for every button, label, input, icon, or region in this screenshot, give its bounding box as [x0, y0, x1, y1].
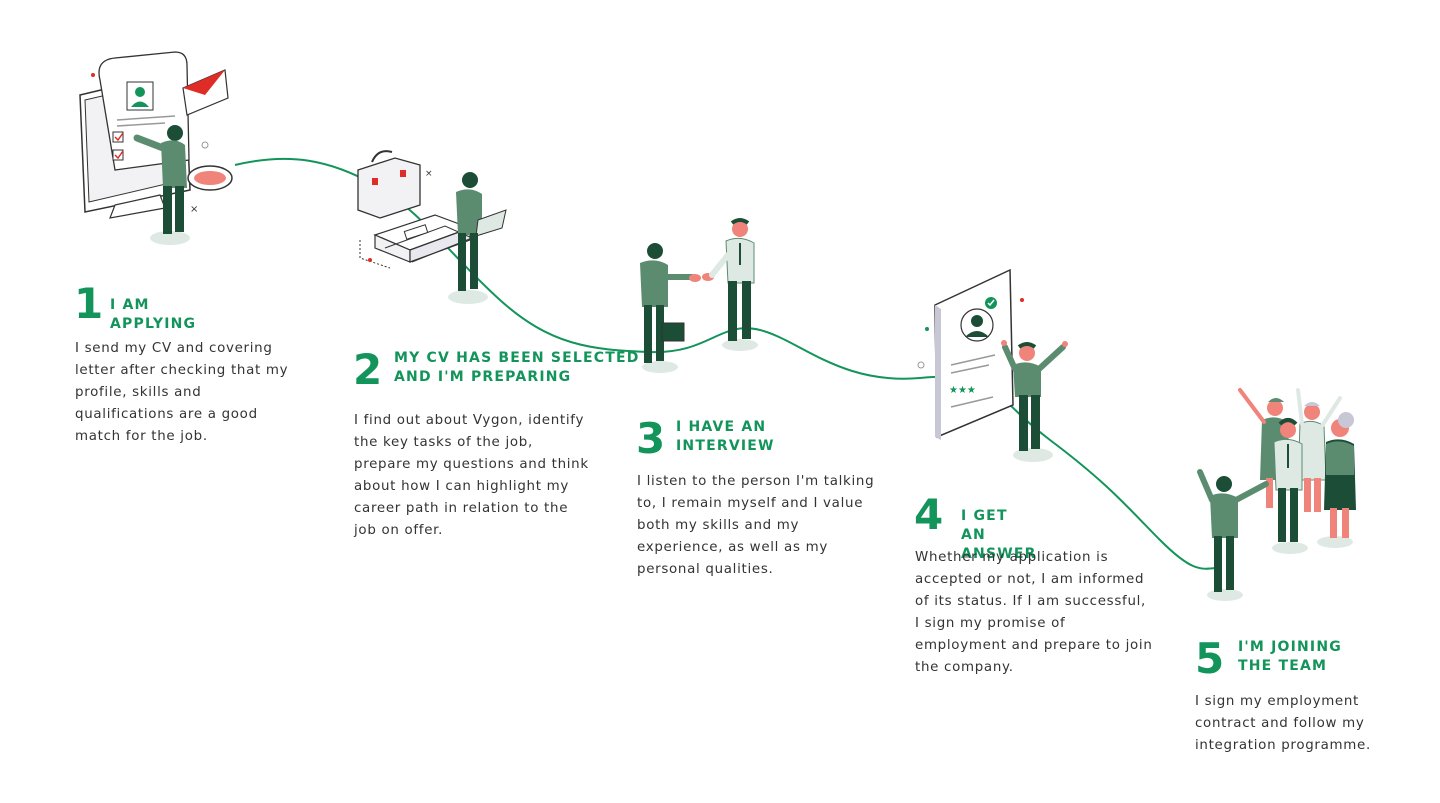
svg-text:×: ×	[190, 204, 198, 215]
step-number: 1	[74, 279, 104, 328]
handshake-interview-icon	[640, 218, 758, 373]
step-description: I sign my employment contract and follow…	[1195, 694, 1371, 753]
step-title: I GET AN ANSWER	[961, 508, 1037, 562]
step-description: Whether my application is accepted or no…	[915, 550, 1153, 675]
step-title: I'M JOINING THE TEAM	[1238, 639, 1342, 674]
step-title: MY CV HAS BEEN SELECTED AND I'M PREPARIN…	[394, 350, 640, 385]
preparation-icon: ×	[357, 150, 507, 304]
step-number: 5	[1195, 634, 1225, 683]
step-title: I HAVE AN INTERVIEW	[676, 419, 775, 454]
cv-application-icon: ×	[79, 51, 233, 245]
step-description: I find out about Vygon, identify the key…	[354, 413, 589, 538]
step-number: 2	[353, 345, 383, 394]
step-title: I AM APPLYING	[110, 297, 197, 332]
step-description: I listen to the person I'm talking to, I…	[637, 474, 875, 577]
team-celebration-icon	[1197, 388, 1356, 601]
svg-text:★★★: ★★★	[949, 385, 976, 396]
svg-text:×: ×	[425, 169, 433, 179]
step-number: 4	[914, 490, 944, 539]
step-description: I send my CV and covering letter after c…	[75, 341, 289, 444]
step-number: 3	[636, 414, 666, 463]
answer-profile-icon: ★★★	[917, 268, 1068, 462]
